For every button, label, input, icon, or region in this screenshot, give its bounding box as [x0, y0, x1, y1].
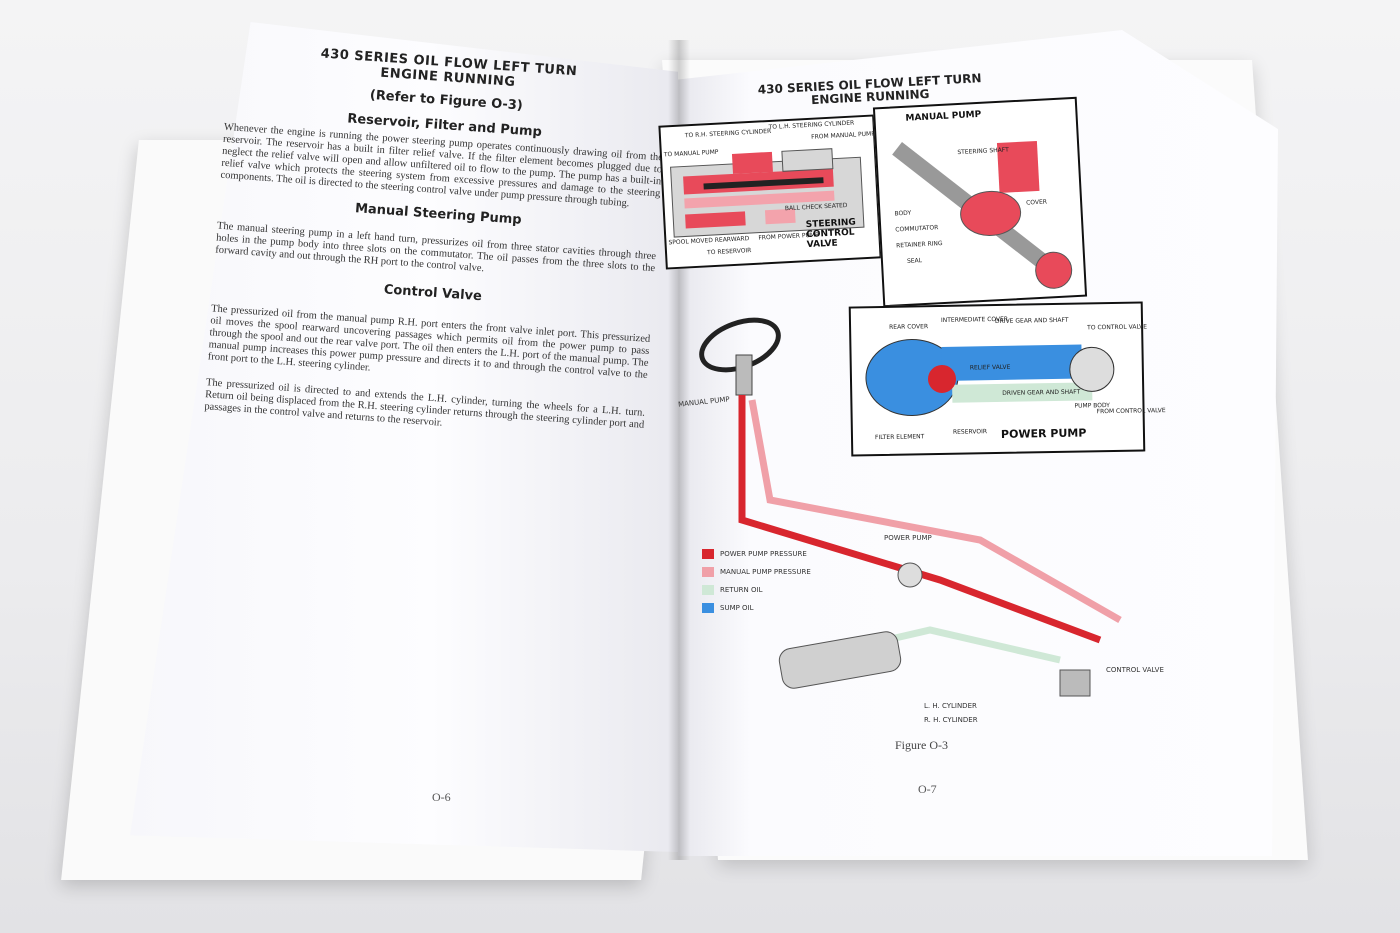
manual-pump-panel: MANUAL PUMP STEERING SHAFT BODY COMMUTAT…	[872, 96, 1088, 308]
figure-caption: Figure O-3	[895, 738, 948, 752]
pp-label-9: RESERVOIR	[952, 428, 988, 436]
manual-pump-illustration	[892, 140, 1073, 289]
label-control-valve: CONTROL VALVE	[1106, 666, 1164, 674]
legend-label: POWER PUMP PRESSURE	[720, 550, 807, 558]
legend-item: POWER PUMP PRESSURE	[702, 545, 811, 563]
left-page-content: 430 SERIES OIL FLOW LEFT TURN ENGINE RUN…	[203, 40, 668, 450]
steering-schematic	[699, 317, 1122, 697]
pp-label-2: DRIVE GEAR AND SHAFT	[994, 316, 1069, 326]
pp-label-4: RELIEF VALVE	[969, 363, 1011, 372]
legend-item: SUMP OIL	[702, 599, 811, 617]
pp-title: POWER PUMP	[1000, 426, 1087, 441]
legend-item: MANUAL PUMP PRESSURE	[702, 563, 811, 581]
mp-label-4: SEAL	[906, 257, 923, 265]
legend-swatch	[702, 549, 714, 559]
pp-label-7: FROM CONTROL VALVE	[1096, 407, 1166, 416]
legend-item: RETURN OIL	[702, 581, 811, 599]
label-lh-cylinder: L. H. CYLINDER	[924, 702, 977, 710]
label-power-pump: POWER PUMP	[884, 534, 932, 542]
power-pump-illustration	[865, 338, 1115, 416]
pp-label-0: REAR COVER	[889, 323, 929, 331]
legend-label: SUMP OIL	[720, 604, 754, 612]
pp-label-3: TO CONTROL VALVE	[1087, 323, 1148, 332]
power-pump-panel: REAR COVER INTERMEDIATE COVER DRIVE GEAR…	[848, 301, 1166, 457]
right-page-number: O-7	[918, 782, 937, 796]
cv-title: STEERING CONTROL VALVE	[805, 217, 857, 251]
mp-label-5: COVER	[1025, 198, 1048, 207]
pp-label-5: DRIVEN GEAR AND SHAFT	[1002, 388, 1081, 397]
legend-label: RETURN OIL	[720, 586, 763, 594]
label-rh-cylinder: R. H. CYLINDER	[924, 716, 978, 724]
section-text-control-valve-1: The pressurized oil from the manual pump…	[207, 303, 651, 381]
mp-label-1: BODY	[894, 209, 912, 218]
control-valve-panel: TO R.H. STEERING CYLINDER TO L.H. STEERI…	[658, 114, 882, 270]
legend-swatch	[702, 567, 714, 577]
oil-flow-legend: POWER PUMP PRESSURE MANUAL PUMP PRESSURE…	[702, 545, 811, 617]
legend-label: MANUAL PUMP PRESSURE	[720, 568, 811, 576]
control-valve-illustration	[670, 148, 865, 238]
pp-label-8: FILTER ELEMENT	[874, 433, 925, 442]
legend-swatch	[702, 585, 714, 595]
left-page-number: O-6	[432, 790, 451, 804]
legend-swatch	[702, 603, 714, 613]
